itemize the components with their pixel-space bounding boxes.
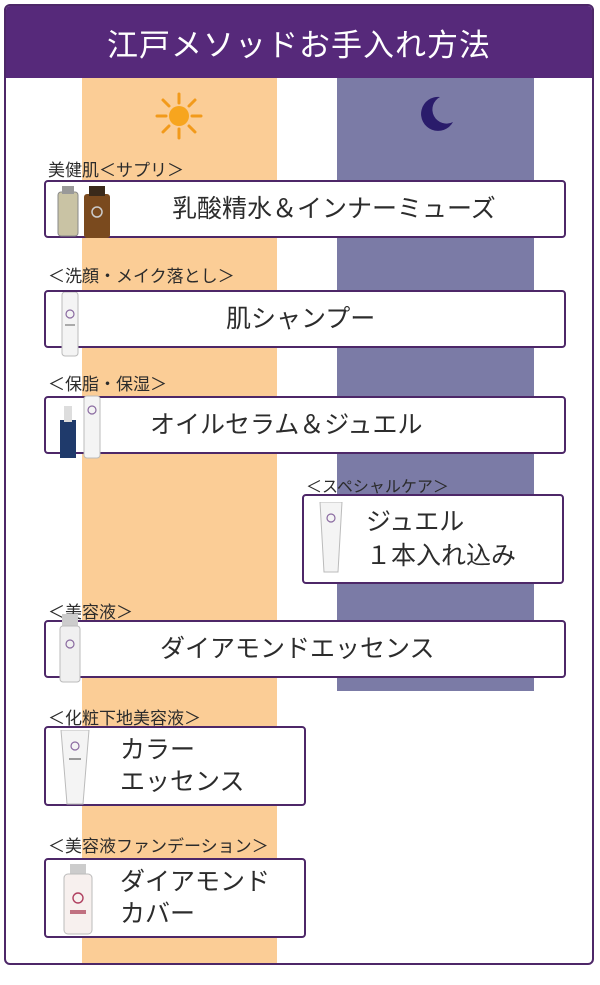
essence-bottle-image (59, 614, 81, 683)
product-name-line2: カバー (120, 899, 196, 928)
product-box-skin-shampoo[interactable]: 肌シャンプー (44, 290, 566, 357)
category-label-supplement: 美健肌＜サプリ＞ (48, 161, 184, 181)
category-label-special-care: ＜スペシャルケア＞ (306, 477, 449, 496)
category-label-moisture: ＜保脂・保湿＞ (48, 375, 167, 395)
serum-bottles-image (60, 395, 101, 459)
product-name-line1: ジュエル (366, 507, 465, 536)
category-label-cleansing: ＜洗顔・メイク落とし＞ (48, 267, 235, 287)
moon-icon (421, 96, 453, 131)
product-box-oil-serum-jewel[interactable]: オイルセラム＆ジュエル (44, 395, 566, 459)
product-name: 乳酸精水＆インナーミューズ (172, 194, 496, 223)
foundation-bottle-image (63, 864, 93, 935)
supplement-bottles-image (57, 186, 110, 238)
product-name: 肌シャンプー (226, 304, 376, 333)
product-box-jewel-special[interactable]: ジュエル １本入れ込み (302, 494, 564, 584)
sun-icon (155, 92, 203, 140)
product-name-line2: １本入れ込み (366, 541, 517, 570)
color-essence-tube-image (60, 730, 90, 805)
product-box-diamond-essence[interactable]: ダイアモンドエッセンス (44, 614, 566, 683)
product-box-diamond-cover[interactable]: ダイアモンド カバー (44, 858, 306, 938)
product-box-lactic-water[interactable]: 乳酸精水＆インナーミューズ (44, 180, 566, 238)
product-name: オイルセラム＆ジュエル (150, 410, 423, 439)
product-name: ダイアモンドエッセンス (160, 634, 435, 663)
product-name-line1: ダイアモンド (120, 867, 271, 896)
care-method-panel: 江戸メソッドお手入れ方法 美健肌＜サプリ＞ 乳酸精水＆インナーミューズ ＜洗顔・… (4, 4, 594, 965)
category-label-foundation: ＜美容液ファンデーション＞ (48, 837, 269, 857)
shampoo-bottle-image (61, 292, 79, 357)
category-label-primer: ＜化粧下地美容液＞ (48, 709, 201, 729)
product-box-color-essence[interactable]: カラー エッセンス (44, 726, 306, 806)
page-title: 江戸メソッドお手入れ方法 (6, 6, 592, 78)
product-name-line1: カラー (120, 735, 196, 764)
product-name-line2: エッセンス (120, 767, 245, 796)
jewel-tube-image (319, 502, 343, 573)
night-column (337, 78, 534, 691)
